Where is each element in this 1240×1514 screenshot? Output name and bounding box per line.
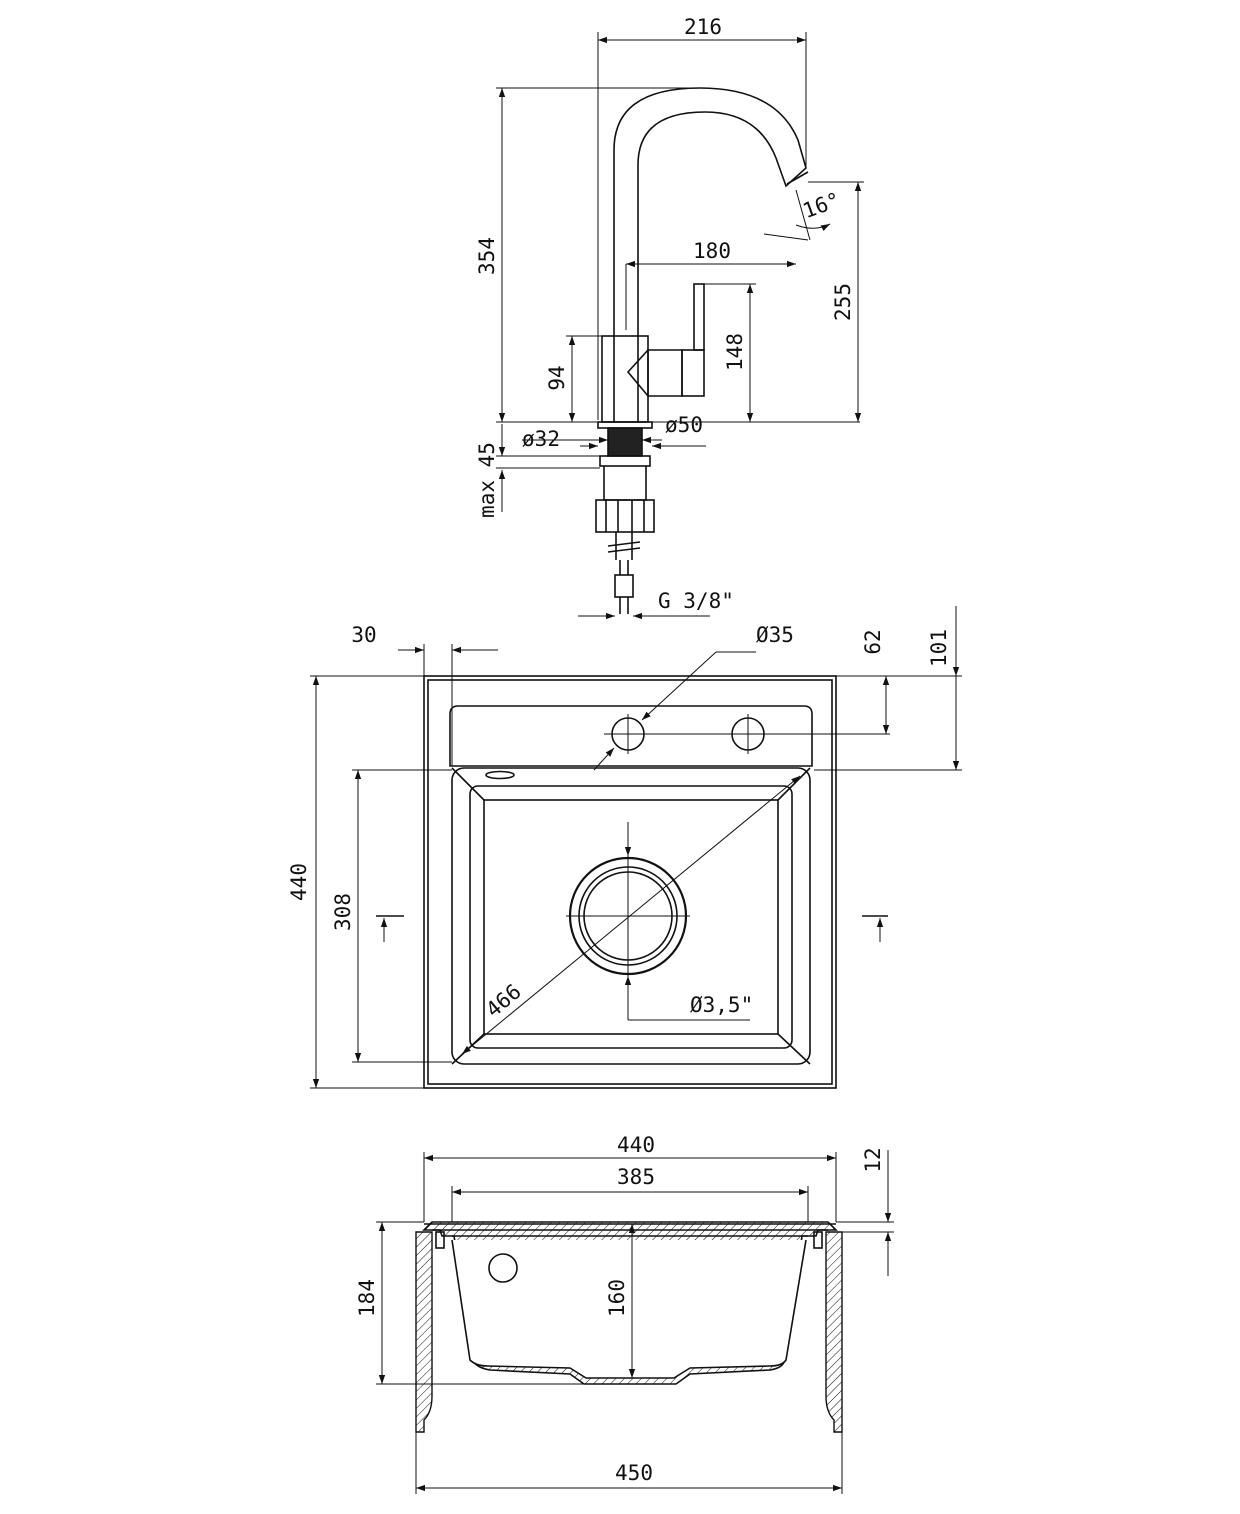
dim-label: max 45 [475, 442, 499, 518]
sink-top-view: 30 Ø35 62 101 440 [287, 606, 962, 1089]
dim-label: 180 [693, 239, 731, 263]
dim-section-depth: 184 [355, 1221, 584, 1385]
faucet-view: 216 354 16° 180 255 [475, 15, 864, 620]
dim-spout-angle: 16° [763, 188, 844, 241]
section-marker-left [376, 915, 404, 942]
dim-label: ø32 [522, 427, 560, 451]
dim-bowl-length: 308 [331, 769, 452, 1063]
dim-label: 16° [800, 188, 844, 224]
dim-label: 308 [331, 893, 355, 931]
dim-label: 184 [355, 1279, 379, 1317]
dim-body-height: 94 [545, 335, 602, 422]
dim-label: 30 [351, 623, 376, 647]
dim-section-overall: 440 [423, 1133, 837, 1222]
sink-section-view: 440 385 12 184 160 [355, 1133, 894, 1494]
dim-faucet-height: 354 [475, 87, 860, 423]
dim-rim-width: 30 [351, 623, 498, 766]
dim-section-bowl: 385 [451, 1165, 809, 1222]
dim-label: 354 [475, 237, 499, 275]
dim-label: 216 [684, 15, 722, 39]
dim-lever-height: 148 [704, 283, 756, 422]
dim-sink-length: 440 [287, 675, 424, 1089]
dim-drain: Ø3,5" [624, 822, 753, 1021]
dim-faucet-reach: 180 [625, 239, 796, 330]
dim-label: 62 [861, 629, 885, 654]
faucet-body [595, 87, 809, 614]
dim-label: 385 [617, 1165, 655, 1189]
dim-spout-height: 255 [808, 181, 864, 422]
centerlines [566, 714, 890, 980]
dim-label: 12 [861, 1147, 885, 1172]
dim-label: 160 [605, 1279, 629, 1317]
dim-label: 255 [831, 283, 855, 321]
dim-label: 101 [927, 629, 951, 667]
dim-cabinet-width: 450 [415, 1432, 843, 1494]
dim-tap-hole: Ø35 [593, 623, 794, 771]
dim-label: 148 [723, 333, 747, 371]
dim-rim-thickness: 12 [836, 1147, 894, 1276]
dim-faucet-width: 216 [597, 15, 807, 420]
dim-bowl-offset: 101 [814, 606, 962, 771]
dim-label: 440 [617, 1133, 655, 1157]
section-marker-right [862, 915, 888, 942]
sink-section [422, 1221, 838, 1385]
dim-bowl-depth: 160 [605, 1224, 636, 1378]
dim-label: Ø3,5" [690, 993, 753, 1017]
dim-hole-offset: 62 [836, 629, 892, 734]
cabinet-walls [415, 1231, 843, 1433]
dim-label: 94 [545, 365, 569, 390]
sink-outline [423, 675, 837, 1089]
dim-base-diameter: ø50 [580, 413, 706, 450]
dim-label: ø50 [665, 413, 703, 437]
dim-label: G 3/8" [658, 589, 734, 613]
dim-label: 450 [615, 1461, 653, 1485]
dim-label: 440 [287, 863, 311, 901]
dim-connection: G 3/8" [578, 589, 734, 620]
dim-label: Ø35 [756, 623, 794, 647]
dim-thread-diameter: ø32 [522, 427, 662, 451]
dim-label: 466 [481, 979, 525, 1022]
dim-max-thickness: max 45 [475, 424, 600, 518]
